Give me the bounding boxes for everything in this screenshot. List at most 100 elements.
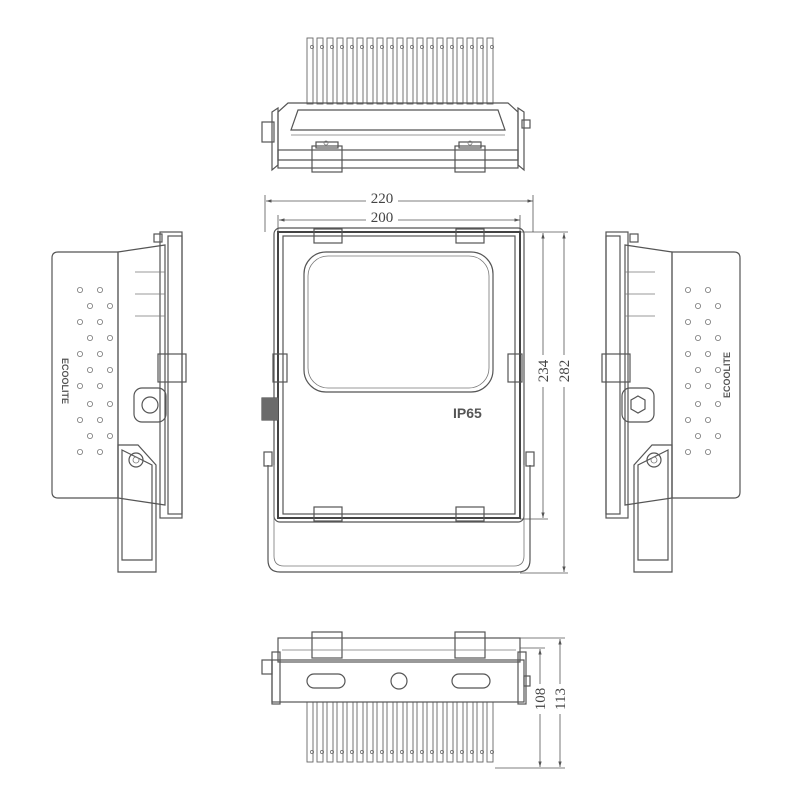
fin	[376, 37, 384, 105]
fin	[386, 37, 394, 105]
fin-hole	[310, 750, 314, 754]
vent-hole	[705, 382, 712, 389]
fin-hole	[460, 750, 464, 754]
fin	[366, 701, 374, 763]
fin-hole	[430, 45, 434, 49]
vent-hole	[107, 334, 114, 341]
fin-hole	[390, 750, 394, 754]
fin-hole	[380, 45, 384, 49]
fin	[476, 701, 484, 763]
front-view: 220 200 234 282 IP65	[261, 191, 573, 574]
fin-hole	[420, 750, 424, 754]
vent-hole	[77, 382, 84, 389]
vent-hole	[685, 350, 692, 357]
fin	[476, 37, 484, 105]
brand-label-right: ECOOLITE	[722, 352, 732, 398]
vent-hole	[97, 318, 104, 325]
fin	[486, 701, 494, 763]
fin-hole	[380, 750, 384, 754]
fin-hole	[350, 45, 354, 49]
fin-hole	[440, 750, 444, 754]
vent-hole	[87, 400, 94, 407]
fin	[486, 37, 494, 105]
vent-hole	[685, 286, 692, 293]
fin	[456, 701, 464, 763]
fin	[336, 701, 344, 763]
fin	[416, 701, 424, 763]
fin-hole	[330, 45, 334, 49]
fin	[386, 701, 394, 763]
dimension-234: 234	[536, 359, 552, 382]
fin-hole	[410, 45, 414, 49]
fin-hole	[450, 750, 454, 754]
vent-hole	[97, 382, 104, 389]
fin	[306, 37, 314, 105]
fin	[346, 701, 354, 763]
fin-hole	[340, 750, 344, 754]
fin	[396, 701, 404, 763]
fin-hole	[370, 750, 374, 754]
vent-hole	[77, 448, 84, 455]
fin	[396, 37, 404, 105]
fin-hole	[400, 750, 404, 754]
vent-hole	[695, 366, 702, 373]
vent-hole	[715, 400, 722, 407]
fin	[406, 701, 414, 763]
vent-hole	[695, 334, 702, 341]
dimension-108: 108	[533, 688, 549, 711]
fin	[446, 37, 454, 105]
vent-hole	[705, 448, 712, 455]
vent-hole	[97, 416, 104, 423]
vent-hole	[107, 366, 114, 373]
fin	[466, 37, 474, 105]
fin	[356, 701, 364, 763]
heat-sink-holes-right	[685, 286, 722, 455]
vent-hole	[705, 416, 712, 423]
heat-sink-fins-top	[306, 37, 494, 105]
vent-hole	[705, 286, 712, 293]
vent-hole	[77, 350, 84, 357]
fin	[316, 701, 324, 763]
left-side-view: ECOOLITE	[51, 231, 187, 573]
vent-hole	[685, 382, 692, 389]
fin	[376, 701, 384, 763]
vent-hole	[715, 366, 722, 373]
fin-hole	[390, 45, 394, 49]
fin-hole	[310, 45, 314, 49]
fin-hole	[480, 750, 484, 754]
top-view	[261, 37, 531, 173]
vent-hole	[87, 432, 94, 439]
vent-hole	[685, 318, 692, 325]
fin	[426, 701, 434, 763]
fin-hole	[320, 750, 324, 754]
fin-hole	[320, 45, 324, 49]
vent-hole	[695, 432, 702, 439]
dimension-220: 220	[371, 191, 394, 207]
fin	[406, 37, 414, 105]
fin-hole	[440, 45, 444, 49]
fin	[356, 37, 364, 105]
vent-hole	[705, 350, 712, 357]
right-side-view: ECOOLITE	[601, 231, 741, 573]
vent-hole	[107, 432, 114, 439]
vent-hole	[695, 400, 702, 407]
vent-hole	[715, 432, 722, 439]
vent-hole	[107, 400, 114, 407]
fin	[336, 37, 344, 105]
vent-hole	[87, 302, 94, 309]
vent-hole	[97, 350, 104, 357]
fin-hole	[410, 750, 414, 754]
fin-hole	[460, 45, 464, 49]
vent-hole	[97, 448, 104, 455]
vent-hole	[87, 366, 94, 373]
ip65-label: IP65	[453, 405, 482, 421]
fin	[436, 701, 444, 763]
vent-hole	[685, 448, 692, 455]
vent-hole	[97, 286, 104, 293]
dimension-113: 113	[553, 688, 569, 710]
fin-hole	[360, 45, 364, 49]
fin-hole	[470, 45, 474, 49]
vent-hole	[705, 318, 712, 325]
vent-hole	[685, 416, 692, 423]
fin-hole	[490, 45, 494, 49]
